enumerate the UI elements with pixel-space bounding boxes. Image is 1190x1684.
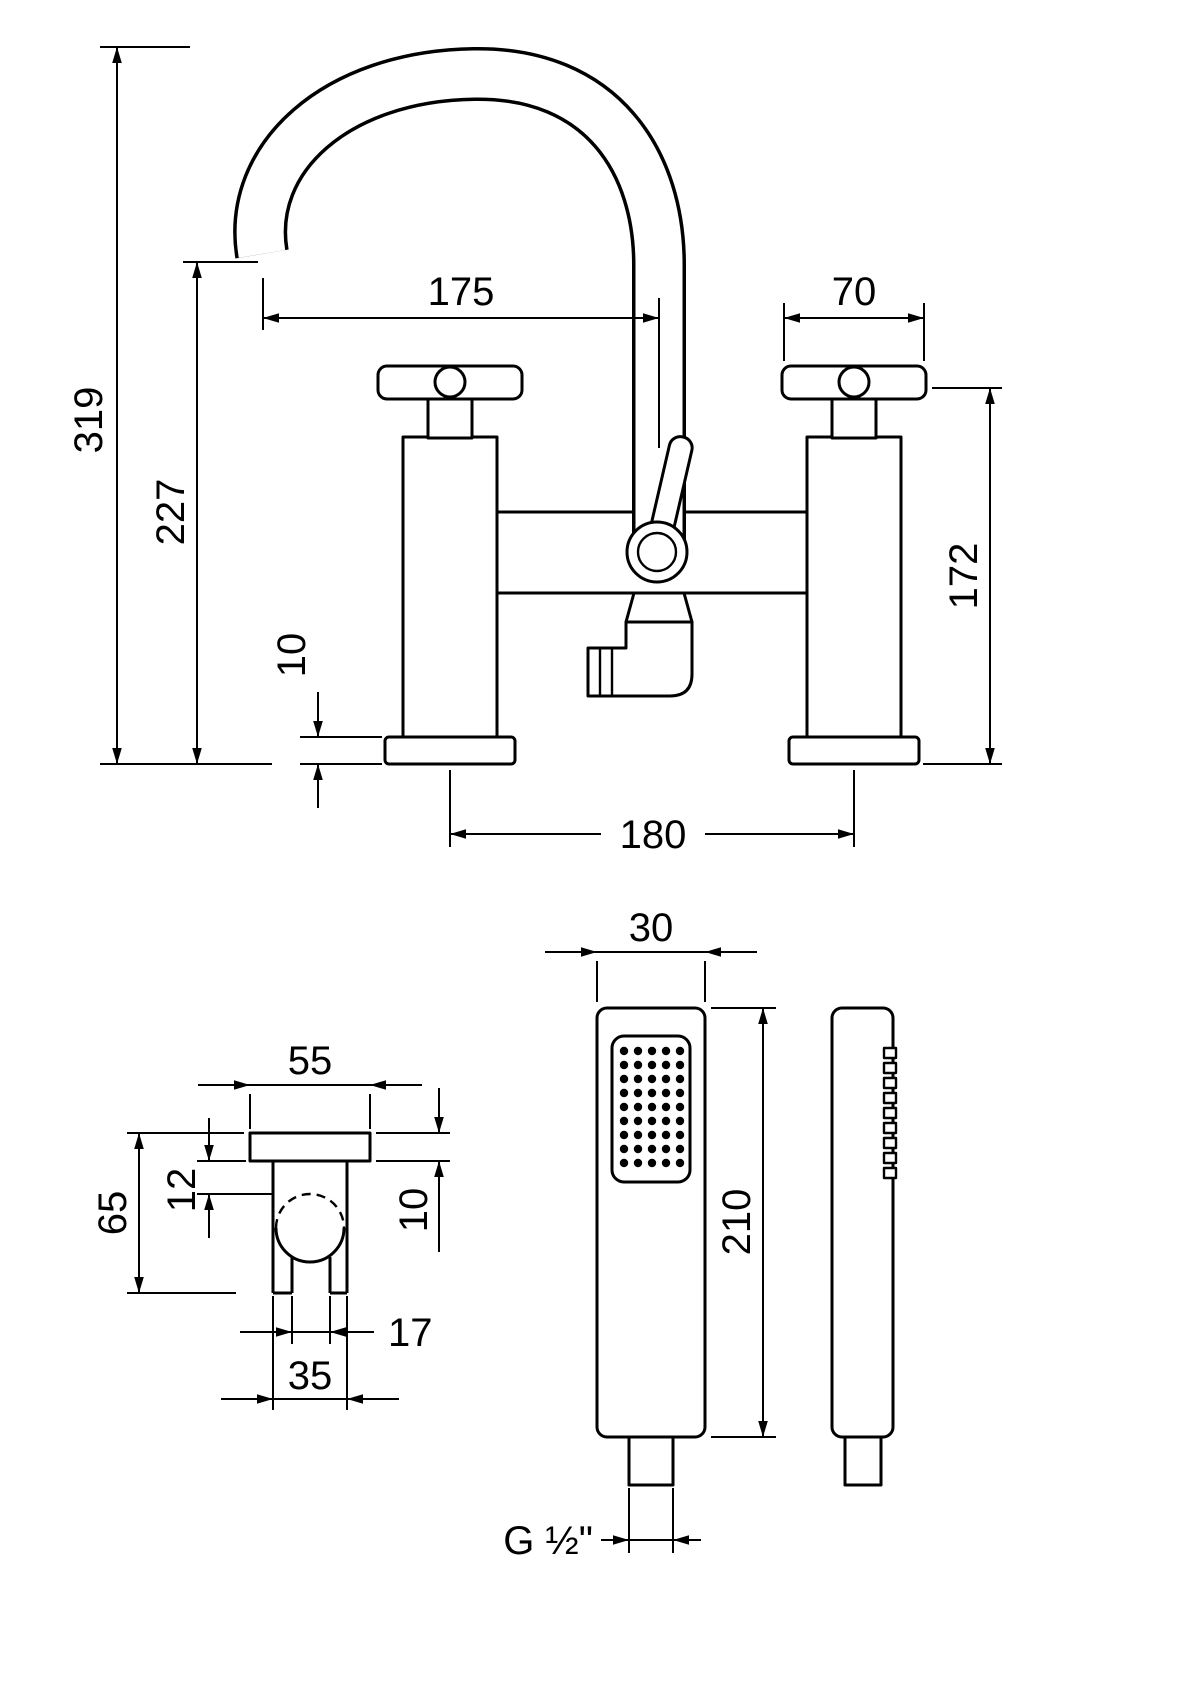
nozzle-bump [882,1151,898,1165]
dim-bracket-height: 65 [91,1132,244,1294]
dim-label-tap-centres: 180 [620,813,687,857]
diverter-hub-inner [636,531,678,573]
nozzle-bump [882,1076,898,1090]
dim-label-valve-height: 172 [942,543,986,610]
dim-label-spout-reach: 175 [428,270,495,314]
nozzle-bump [882,1136,898,1150]
handset-hose-connector [627,1435,675,1487]
dim-label-bracket-height: 65 [91,1191,135,1236]
left-pillar [401,435,499,739]
dim-label-base-plate: 10 [270,633,314,678]
dim-label-handle-width: 70 [832,270,877,314]
nozzle-bump [882,1046,898,1060]
left-handle-stem [426,396,474,440]
right-pillar [805,435,903,739]
handset-front-view [595,1006,707,1487]
spout-fill [236,50,683,540]
dim-tap-centres: 180 [449,770,855,857]
bracket-hole-lower-arc [274,1227,346,1264]
dim-bracket-slot: 17 [240,1296,433,1355]
dim-handset-length: 210 [711,1007,776,1438]
dim-handset-width: 30 [545,906,757,1002]
dim-label-thread: G ½" [503,1519,593,1563]
dim-bracket-offset: 12 [160,1118,272,1238]
handset-side-view [830,1006,898,1487]
handset-spray-nozzles [617,1044,687,1172]
dim-label-bracket-slot: 17 [388,1311,433,1355]
dim-total-height: 319 [67,46,272,765]
nozzle-bump [882,1061,898,1075]
dim-label-bracket-clip: 35 [288,1354,333,1398]
dim-thread: G ½" [503,1488,701,1563]
dim-valve-height: 172 [923,387,1002,765]
dim-spout-height: 227 [149,261,258,764]
dim-label-handset-width: 30 [629,906,674,950]
dim-label-spout-height: 227 [149,479,193,546]
nozzle-bump [882,1166,898,1180]
right-base-flange [787,735,921,766]
nozzle-bump [882,1106,898,1120]
bracket-plate [248,1131,372,1163]
outlet-nut [624,591,694,624]
nozzle-bump [882,1121,898,1135]
dim-base-plate: 10 [270,633,382,808]
dim-bracket-width: 55 [198,1039,422,1129]
right-handle-hub [837,365,871,399]
diverter-hub [625,520,689,584]
right-handle-stem [830,396,878,440]
dim-label-bracket-plate: 10 [392,1188,436,1233]
dim-label-bracket-width: 55 [288,1039,333,1083]
outlet-elbow [586,620,694,698]
handset-side-connector [843,1435,883,1487]
left-handle-hub [433,365,467,399]
dim-label-total-height: 319 [67,387,111,454]
left-base-flange [383,735,517,766]
dim-handle-width: 70 [783,270,925,361]
wall-bracket-view [248,1131,372,1295]
mixer-front-view [233,46,928,766]
nozzle-bump [882,1091,898,1105]
dim-bracket-plate: 10 [376,1088,450,1252]
dim-bracket-clip: 35 [221,1296,399,1410]
dim-spout-reach: 175 [262,270,660,448]
dim-label-handset-length: 210 [715,1189,759,1256]
dim-label-bracket-offset: 12 [160,1168,204,1213]
bracket-hole-hidden-arc [274,1192,346,1229]
